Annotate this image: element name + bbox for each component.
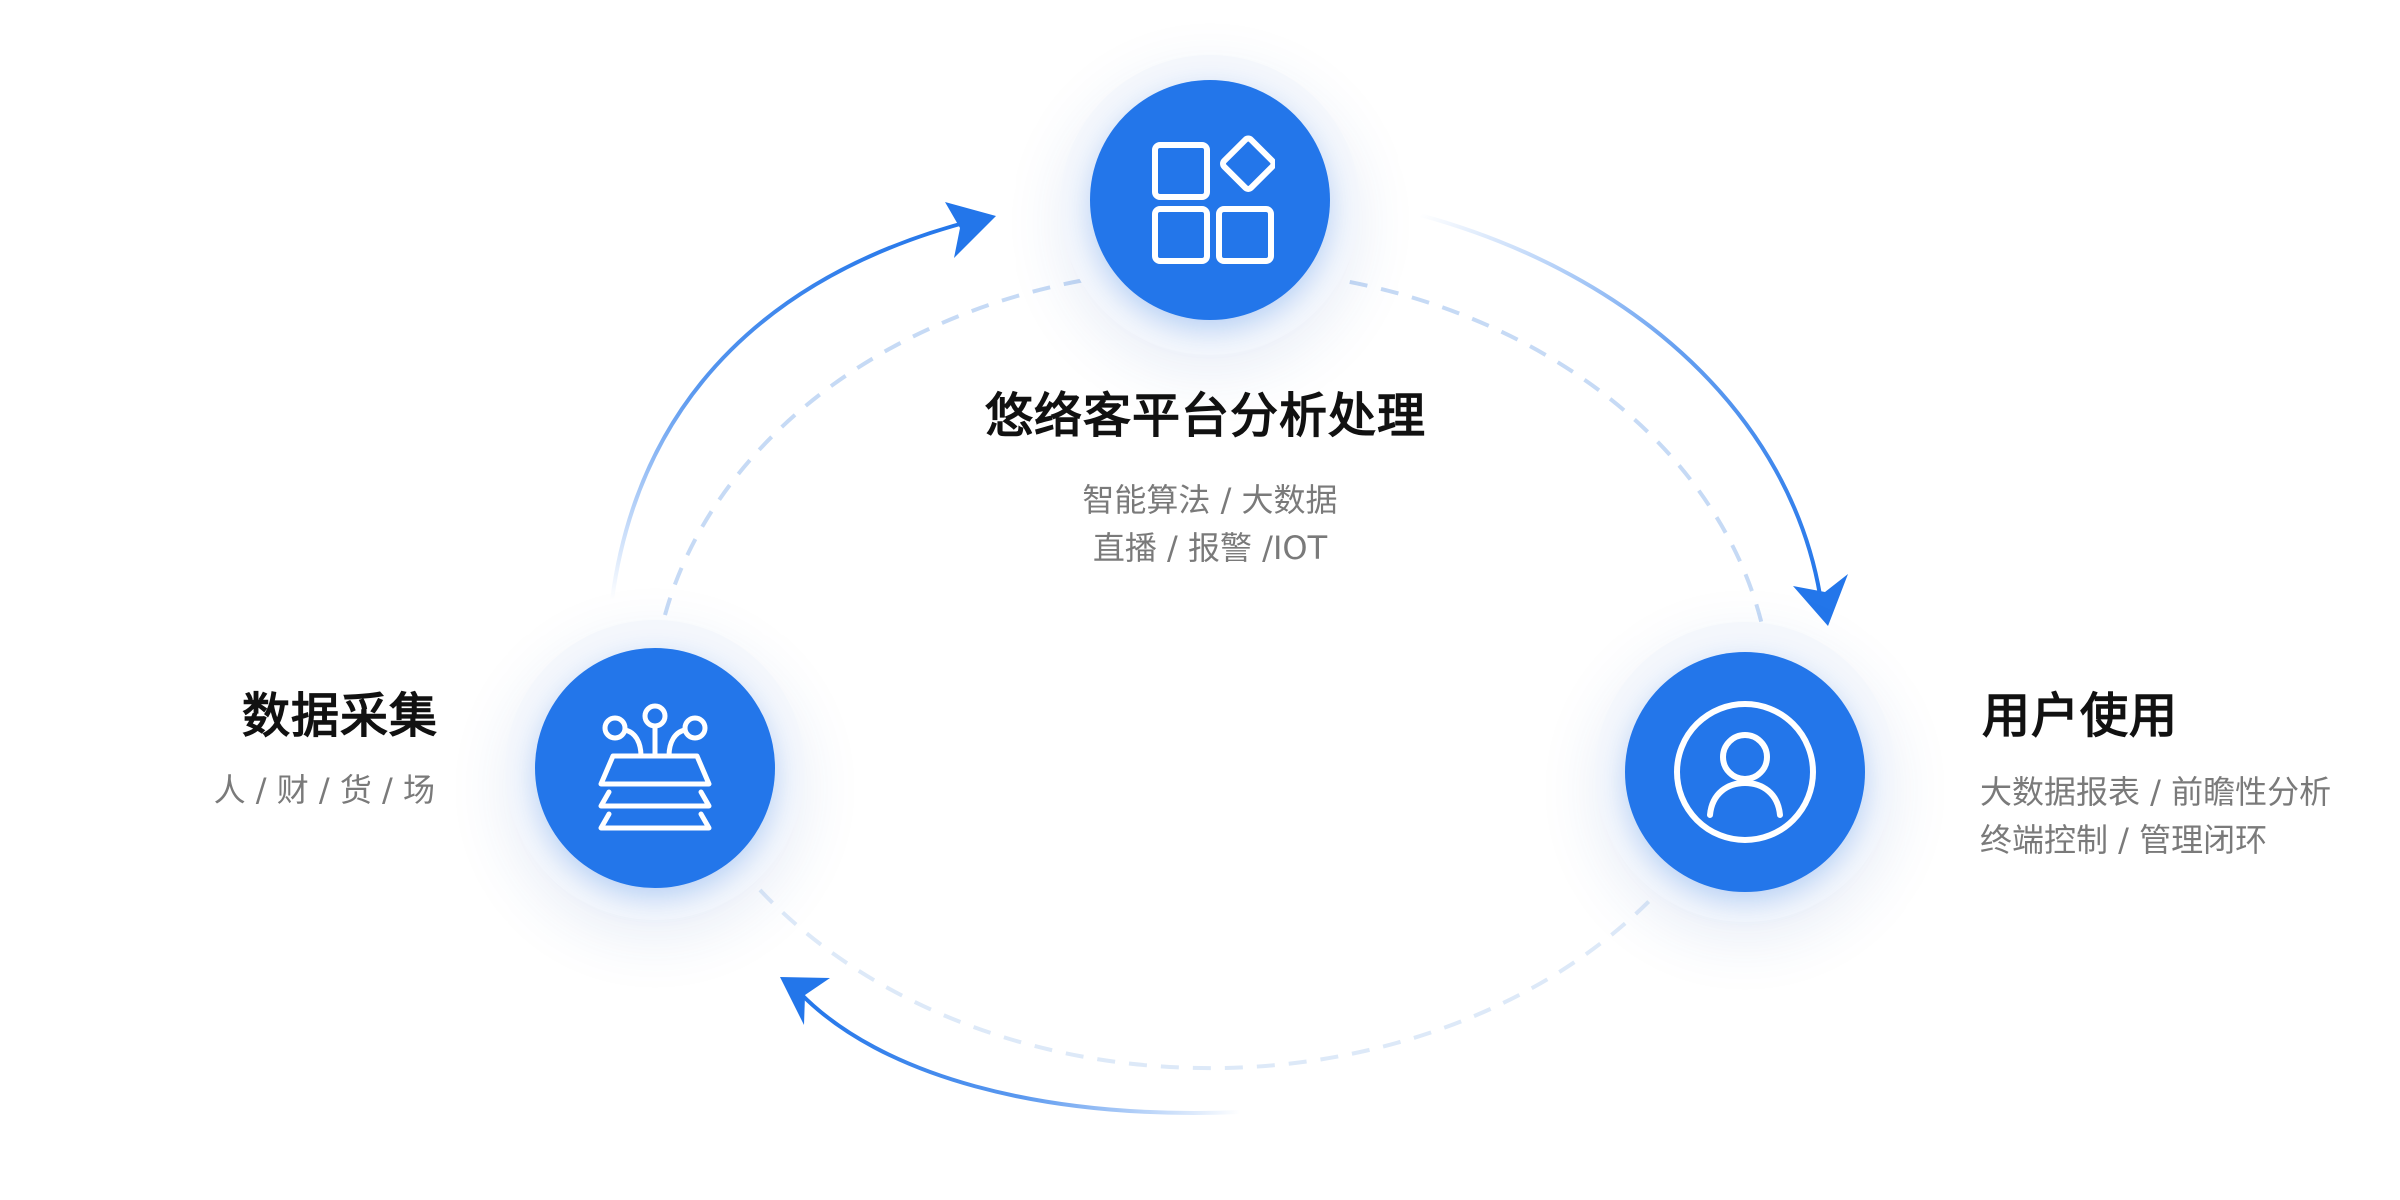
collection-subtitle-line-1: 人 / 财 / 货 / 场 <box>213 771 435 809</box>
platform-node <box>1090 80 1330 320</box>
platform-subtitle-line-2: 直播 / 报警 /IOT <box>1092 529 1328 567</box>
sensor-layers-icon <box>598 703 712 831</box>
collection-subtitle: 人 / 财 / 货 / 场 <box>205 766 435 814</box>
usage-subtitle-line-2: 终端控制 / 管理闭环 <box>1980 821 2268 859</box>
arrow-platform-to-usage <box>1419 213 1848 626</box>
user-icon <box>1674 701 1816 843</box>
collection-title: 数据采集 <box>242 688 439 744</box>
usage-node <box>1625 652 1865 892</box>
arrow-usage-to-collection <box>780 977 1241 1115</box>
platform-subtitle-line-1: 智能算法 / 大数据 <box>1082 481 1338 519</box>
usage-subtitle: 大数据报表 / 前瞻性分析 终端控制 / 管理闭环 <box>1980 768 2331 864</box>
usage-subtitle-line-1: 大数据报表 / 前瞻性分析 <box>1980 773 2332 811</box>
arrow-collection-to-platform <box>610 202 996 601</box>
collection-node <box>535 648 775 888</box>
usage-title: 用户使用 <box>1982 688 2179 744</box>
platform-title: 悠络客平台分析处理 <box>985 388 1427 444</box>
platform-subtitle: 智能算法 / 大数据 直播 / 报警 /IOT <box>1075 476 1345 572</box>
apps-grid-icon <box>1152 135 1275 264</box>
